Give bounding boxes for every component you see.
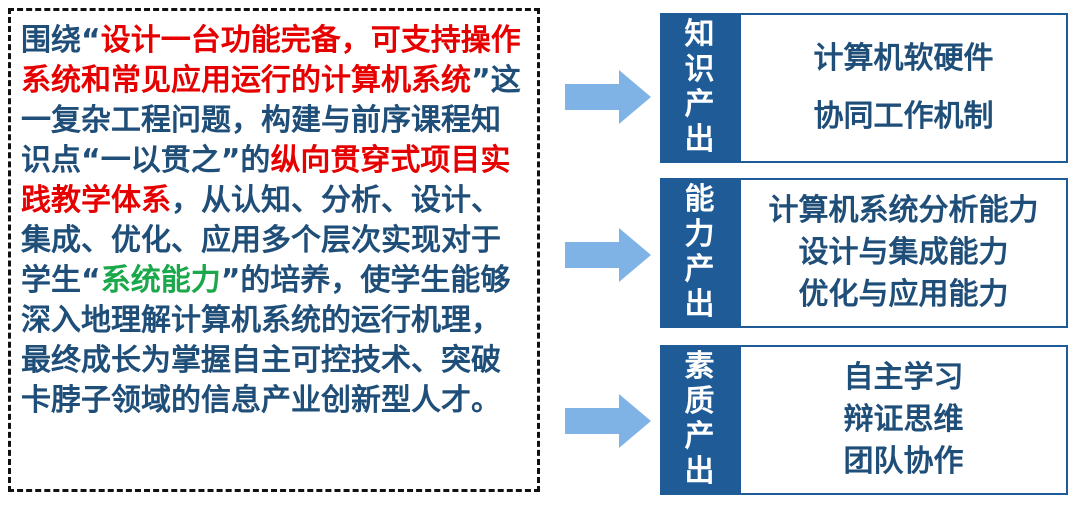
tab-char: 产 <box>684 87 715 122</box>
tab-char: 能 <box>684 182 715 217</box>
description-segment-highlight-green: 系统能力 <box>100 263 221 298</box>
tab-char: 出 <box>684 454 715 489</box>
output-ability: 能 力 产 出 计算机系统分析能力 设计与集成能力 优化与应用能力 <box>660 178 1068 328</box>
output-item: 计算机系统分析能力 <box>768 193 1039 228</box>
tab-char: 素 <box>684 349 715 384</box>
description-paragraph: 围绕“设计一台功能完备，可支持操作系统和常见应用运行的计算机系统”这一复杂工程问… <box>21 21 526 421</box>
description-segment: ”的培养，使学生能够深入地理解计算机系统的运行机理，最终成长为掌握自主可控技术、… <box>21 263 511 418</box>
tab-char: 出 <box>684 287 715 322</box>
tab-char: 产 <box>684 419 715 454</box>
tab-char: 知 <box>684 17 715 52</box>
output-item: 优化与应用能力 <box>798 277 1009 312</box>
output-item: 设计与集成能力 <box>798 235 1009 270</box>
output-knowledge: 知 识 产 出 计算机软硬件 协同工作机制 <box>660 13 1068 163</box>
output-tab-label: 能 力 产 出 <box>660 178 739 328</box>
description-textbox: 围绕“设计一台功能完备，可支持操作系统和常见应用运行的计算机系统”这一复杂工程问… <box>8 8 540 492</box>
output-tab-label: 素 质 产 出 <box>660 345 739 495</box>
output-item: 自主学习 <box>843 360 964 395</box>
tab-char: 产 <box>684 252 715 287</box>
description-segment: ，从认知、分析、设计、集成、优化、应用多个层次实现对于学生“ <box>21 183 501 298</box>
output-panel: 计算机软硬件 协同工作机制 <box>739 13 1068 163</box>
output-panel: 自主学习 辩证思维 团队协作 <box>739 345 1068 495</box>
output-item: 辩证思维 <box>843 402 964 437</box>
output-quality: 素 质 产 出 自主学习 辩证思维 团队协作 <box>660 345 1068 495</box>
right-arrow-icon <box>565 70 651 124</box>
tab-char: 质 <box>684 384 715 419</box>
output-panel: 计算机系统分析能力 设计与集成能力 优化与应用能力 <box>739 178 1068 328</box>
description-segment: 围绕“ <box>21 23 101 58</box>
right-arrow-icon <box>565 394 651 448</box>
description-segment: ”这一复杂工程问题，构建与前序课程知识点“一以贯之”的 <box>21 63 521 178</box>
tab-char: 力 <box>684 217 715 252</box>
output-tab-label: 知 识 产 出 <box>660 13 739 163</box>
output-item: 协同工作机制 <box>813 99 994 134</box>
right-arrow-icon <box>565 228 651 282</box>
description-segment-highlight-red: 纵向贯穿式项目实践教学体系 <box>21 143 511 218</box>
description-segment-highlight-red: 设计一台功能完备，可支持操作系统和常见应用运行的计算机系统 <box>21 23 521 98</box>
output-item: 计算机软硬件 <box>813 41 994 76</box>
output-item: 团队协作 <box>843 444 964 479</box>
tab-char: 出 <box>684 122 715 157</box>
tab-char: 识 <box>684 52 715 87</box>
